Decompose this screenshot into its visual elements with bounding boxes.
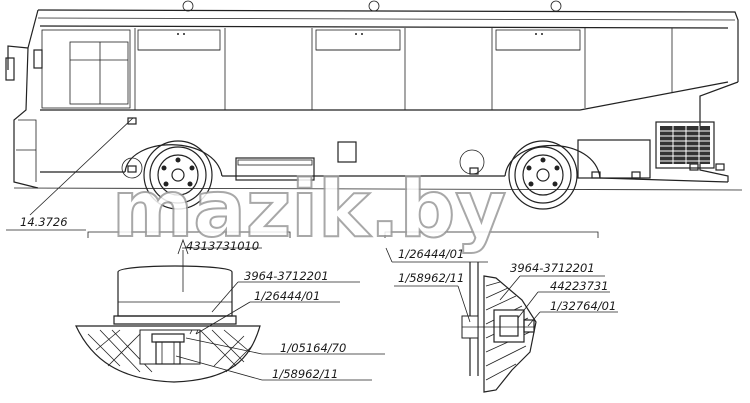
left-leaders xyxy=(175,238,385,381)
ground-lines xyxy=(6,117,599,238)
bus-windows xyxy=(134,0,673,110)
label-left-bracket: 3964-3712201 xyxy=(244,269,329,283)
bus-body xyxy=(5,9,743,191)
right-mount-detail xyxy=(461,262,537,393)
label-left-nut: 1/58962/11 xyxy=(272,367,338,381)
watermark: mazik.by xyxy=(112,165,506,255)
label-right-bracket: 3964-3712201 xyxy=(510,261,595,275)
label-left-screw: 1/05164/70 xyxy=(280,341,346,355)
label-right-gasket: 44223731 xyxy=(550,279,609,293)
side-compartments xyxy=(121,117,725,181)
left-mount-detail xyxy=(75,265,261,383)
label-left-light: 14.3726 xyxy=(20,215,68,229)
engine-grille xyxy=(655,121,715,169)
label-left-washer: 1/26444/01 xyxy=(254,289,320,303)
part-labels: 14.3726 4313731010 3964-3712201 1/26444/… xyxy=(20,215,616,381)
label-right-washer: 1/26444/01 xyxy=(398,247,464,261)
label-lamp-part: 4313731010 xyxy=(186,239,259,253)
label-right-bolt: 1/32764/01 xyxy=(550,299,616,313)
right-leaders xyxy=(385,247,618,327)
front-wheel xyxy=(124,140,223,210)
rear-wheel xyxy=(504,140,601,210)
label-right-nut: 1/58962/11 xyxy=(398,271,464,285)
